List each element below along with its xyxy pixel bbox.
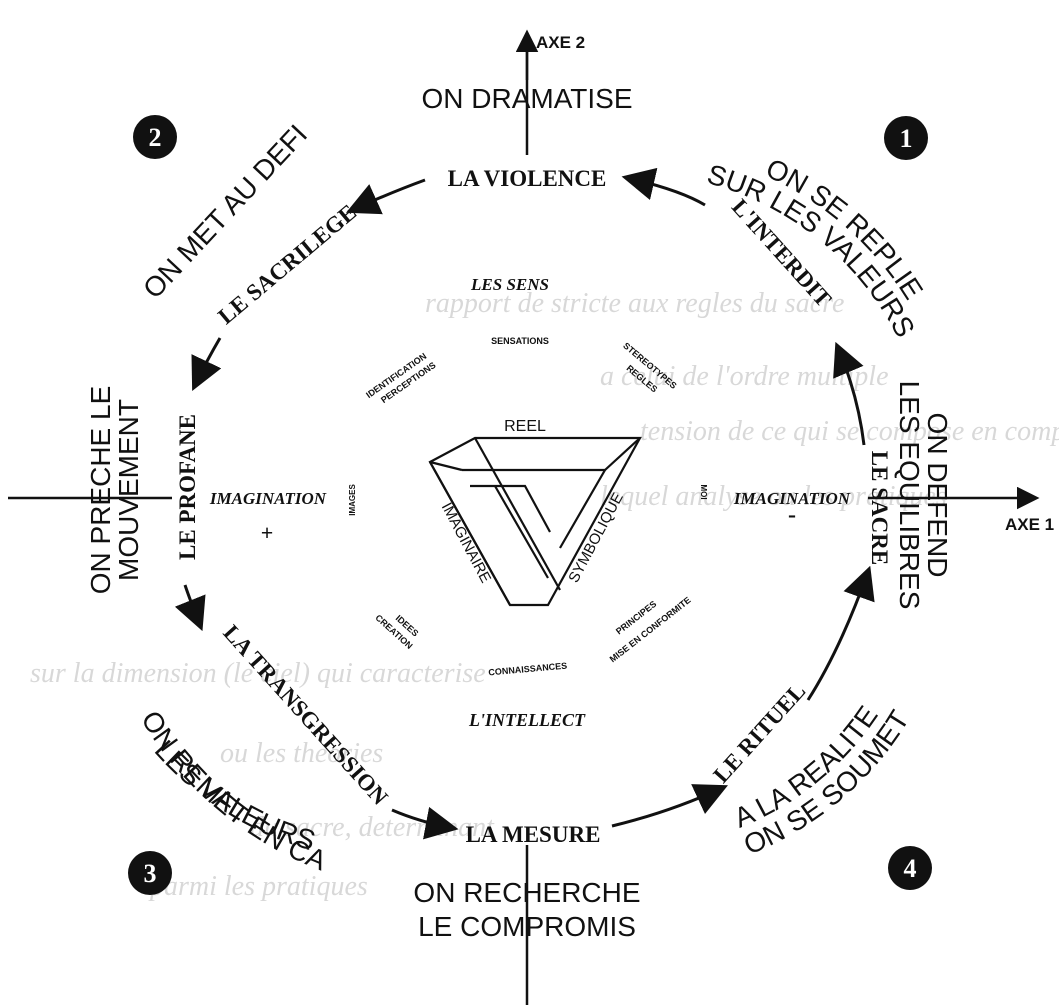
triangle-edge-3: [605, 438, 640, 470]
label-moi: MOI: [699, 484, 708, 499]
label-sensations: SENSATIONS: [491, 336, 549, 346]
pole-top-text: ON DRAMATISE: [421, 83, 632, 114]
label-imaginaire: IMAGINAIRE: [438, 500, 494, 586]
badge-3-number: 3: [144, 859, 157, 888]
term-transgression: LA TRANSGRESSION: [218, 620, 393, 810]
label-plus: +: [261, 520, 274, 545]
pole-right-line2: LES EQUILIBRES: [894, 381, 925, 610]
badge-2: 2: [133, 115, 177, 159]
axis2-label: AXE 2: [536, 33, 585, 52]
triangle-inner-1: [462, 470, 605, 548]
term-mesure: LA MESURE: [466, 822, 601, 847]
badge-1-number: 1: [900, 124, 913, 153]
arrow-profane-to-transgression: [185, 585, 200, 625]
arrow-violence-to-sacrilege: [352, 180, 425, 210]
label-imagination-left: IMAGINATION: [209, 489, 327, 508]
term-sacre: LE SACRE: [867, 451, 892, 565]
label-minus: -: [788, 502, 796, 528]
axis1-label: AXE 1: [1005, 515, 1054, 534]
label-images: IMAGES: [348, 484, 357, 516]
quadrant1-upper: ON SE REPLIE: [761, 152, 929, 304]
arrow-rituel-to-sacre: [808, 572, 868, 700]
pole-bottom-line2: LE COMPROMIS: [418, 911, 636, 942]
badge-4: 4: [888, 846, 932, 890]
triangle-inner-2: [470, 486, 550, 532]
arrow-sacrilege-to-profane: [195, 338, 220, 385]
pole-left-line2: MOUVEMENT: [113, 399, 144, 581]
arrow-mesure-to-rituel: [612, 788, 722, 826]
badge-2-number: 2: [149, 123, 162, 152]
badge-4-number: 4: [904, 854, 917, 883]
label-intellect: L'INTELLECT: [468, 710, 586, 730]
arrow-interdit-to-violence: [628, 178, 705, 205]
pole-right-line1: ON DEFEND: [922, 413, 953, 578]
label-connaissances: CONNAISSANCES: [488, 661, 568, 678]
pole-left-line1: ON PRECHE LE: [85, 386, 116, 595]
triangle-inner-3: [495, 486, 548, 578]
pole-bottom-line1: ON RECHERCHE: [413, 877, 640, 908]
term-violence: LA VIOLENCE: [448, 166, 607, 191]
label-reel: REEL: [504, 418, 546, 435]
label-les-sens: LES SENS: [470, 275, 549, 294]
ghost-line: tension de ce qui se compose en composan…: [640, 416, 1059, 447]
label-symbolique: SYMBOLIQUE: [565, 490, 627, 586]
term-profane: LE PROFANE: [175, 414, 200, 560]
badge-3: 3: [128, 851, 172, 895]
ghost-line: parmi les pratiques: [148, 871, 368, 902]
badge-1: 1: [884, 116, 928, 160]
